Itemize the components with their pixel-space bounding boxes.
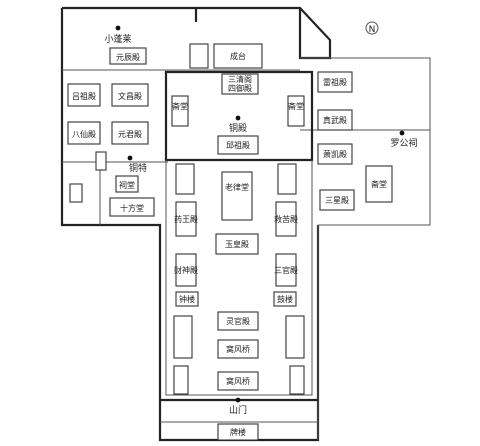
hall-yuanchen[interactable]: 元辰殿	[109, 47, 147, 65]
svg-text:真武殿: 真武殿	[323, 115, 347, 125]
svg-text:吕祖殿: 吕祖殿	[72, 91, 96, 101]
svg-text:窝风桥: 窝风桥	[226, 344, 250, 354]
svg-text:斋堂: 斋堂	[288, 101, 304, 111]
bridge-wofeng-1[interactable]: 窝风桥	[217, 339, 259, 359]
hall-gulou[interactable]: 鼓楼	[273, 291, 297, 307]
svg-text:文昌殿: 文昌殿	[118, 91, 142, 101]
hall-zhaitang-right[interactable]: 斋堂	[287, 95, 305, 127]
building-north-side	[189, 43, 209, 69]
svg-text:罗公祠: 罗公祠	[390, 137, 417, 149]
outer-boundary-east	[62, 57, 431, 440]
hall-zhaitang-east[interactable]: 斋堂	[365, 165, 393, 203]
marker-tongdian[interactable]: 铜殿	[229, 115, 247, 134]
gate-pailou[interactable]: 牌楼	[217, 423, 259, 441]
side-buildings-mid	[175, 163, 297, 195]
hall-yuanjun[interactable]: 元君殿	[111, 121, 149, 145]
hall-chengtai[interactable]: 成台	[213, 43, 263, 69]
svg-text:邱祖殿: 邱祖殿	[226, 140, 250, 150]
svg-text:铜殿: 铜殿	[229, 122, 247, 134]
hall-citang[interactable]: 祠堂	[115, 175, 139, 193]
hall-yaowang[interactable]: 药王殿	[174, 201, 198, 237]
hall-jiuku[interactable]: 救苦殿	[274, 201, 298, 237]
svg-text:斋堂: 斋堂	[371, 179, 387, 189]
hall-leizu[interactable]: 雷祖殿	[317, 71, 353, 93]
marker-luogongci[interactable]: 罗公祠	[390, 130, 418, 149]
hall-lingguan[interactable]: 灵官殿	[217, 311, 259, 331]
svg-text:窝风桥: 窝风桥	[226, 376, 250, 386]
hall-lvzu[interactable]: 吕祖殿	[67, 83, 101, 107]
hall-laolvtang[interactable]: 老律堂	[221, 171, 253, 221]
svg-text:雷祖殿: 雷祖殿	[323, 77, 347, 87]
svg-text:三清阁: 三清阁	[228, 74, 252, 84]
small-building-nw	[69, 151, 107, 203]
bridge-wofeng-2[interactable]: 窝风桥	[217, 371, 259, 391]
marker-xiaopenglai[interactable]: 小蓬莱	[104, 25, 132, 45]
svg-text:财神殿: 财神殿	[174, 265, 198, 275]
svg-text:牌楼: 牌楼	[230, 427, 246, 437]
hall-sanguan[interactable]: 三官殿	[274, 253, 298, 287]
hall-zhaitang-left[interactable]: 斋堂	[171, 95, 189, 127]
svg-text:铜特: 铜特	[129, 162, 147, 174]
svg-text:N: N	[369, 25, 376, 35]
hall-baxian[interactable]: 八仙殿	[67, 121, 101, 145]
svg-text:元君殿: 元君殿	[118, 130, 142, 139]
side-buildings-south	[173, 315, 305, 395]
hall-sanqing[interactable]: 三清阁 四御殿	[221, 73, 259, 95]
hall-shilitang[interactable]: 十方堂	[109, 197, 155, 217]
svg-text:老律堂: 老律堂	[225, 182, 249, 192]
svg-text:鼓楼: 鼓楼	[277, 294, 293, 304]
hall-caishen[interactable]: 财神殿	[174, 253, 198, 287]
svg-text:萧凯殿: 萧凯殿	[323, 149, 347, 159]
svg-text:钟楼: 钟楼	[179, 294, 195, 304]
svg-text:灵官殿: 灵官殿	[226, 316, 250, 326]
svg-text:四御殿: 四御殿	[228, 83, 252, 93]
hall-sanxing[interactable]: 三星殿	[319, 189, 355, 211]
svg-text:三星殿: 三星殿	[325, 196, 349, 205]
hall-yuhuang[interactable]: 玉皇殿	[215, 233, 259, 255]
hall-xiaoling[interactable]: 萧凯殿	[317, 143, 353, 165]
svg-text:药王殿: 药王殿	[174, 214, 198, 224]
svg-text:救苦殿: 救苦殿	[274, 214, 298, 224]
hall-wenchang[interactable]: 文昌殿	[111, 83, 149, 107]
svg-text:玉皇殿: 玉皇殿	[225, 239, 249, 249]
svg-text:祠堂: 祠堂	[119, 180, 135, 190]
gate-shanmen[interactable]: 山门	[229, 397, 247, 416]
svg-text:元辰殿: 元辰殿	[116, 53, 140, 62]
svg-text:十方堂: 十方堂	[120, 203, 144, 213]
svg-text:斋堂: 斋堂	[172, 101, 188, 111]
svg-text:成台: 成台	[230, 51, 246, 61]
hall-qiuzu[interactable]: 邱祖殿	[217, 135, 259, 155]
svg-text:八仙殿: 八仙殿	[72, 129, 96, 139]
svg-text:小蓬莱: 小蓬莱	[104, 33, 131, 45]
north-arrow: N	[365, 21, 379, 35]
hall-zhonglou[interactable]: 钟楼	[175, 291, 199, 307]
svg-text:山门: 山门	[229, 404, 247, 416]
marker-tongte[interactable]: 铜特	[127, 155, 147, 174]
svg-text:三官殿: 三官殿	[274, 265, 298, 275]
hall-zhenwu[interactable]: 真武殿	[317, 109, 353, 131]
